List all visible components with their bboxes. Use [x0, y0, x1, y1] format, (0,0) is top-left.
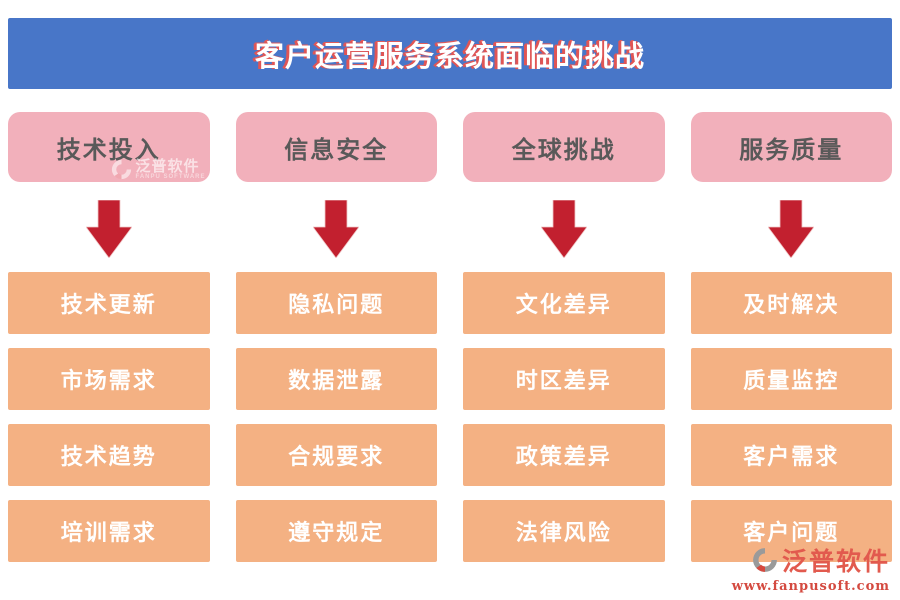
item-box: 培训需求 [8, 500, 210, 562]
column-info-security: 信息安全 隐私问题 数据泄露 合规要求 遵守规定 [235, 112, 438, 562]
item-box: 政策差异 [463, 424, 665, 486]
column-header-label: 全球挑战 [511, 134, 616, 164]
column-global-challenge: 全球挑战 文化差异 时区差异 政策差异 法律风险 [463, 112, 665, 562]
column-tech-investment: 技术投入 泛普软件 FANPU SOFTWARE 技术更新 [8, 112, 210, 562]
down-arrow-icon [236, 200, 438, 258]
watermark-brand-en: FANPU SOFTWARE [135, 174, 206, 180]
columns-grid: 技术投入 泛普软件 FANPU SOFTWARE 技术更新 [8, 112, 892, 562]
column-service-quality: 服务质量 及时解决 质量监控 客户需求 客户问题 [690, 112, 893, 562]
column-header: 服务质量 [690, 112, 892, 182]
item-box: 隐私问题 [235, 272, 437, 334]
watermark-url: www.fanpusoft.com [731, 579, 890, 594]
down-arrow-icon [8, 200, 210, 258]
item-box: 时区差异 [463, 348, 665, 410]
item-box: 技术更新 [8, 272, 210, 334]
item-box: 市场需求 [8, 348, 210, 410]
title-banner: 客户运营服务系统面临的挑战 [8, 18, 892, 89]
item-box: 数据泄露 [235, 348, 437, 410]
column-header-label: 服务质量 [739, 134, 844, 164]
item-box: 法律风险 [463, 500, 665, 562]
column-header-label: 技术投入 [56, 134, 161, 164]
column-header: 技术投入 泛普软件 FANPU SOFTWARE [8, 112, 210, 182]
item-box: 技术趋势 [8, 424, 210, 486]
down-arrow-icon [463, 200, 665, 258]
column-header: 信息安全 [235, 112, 437, 182]
item-box: 合规要求 [235, 424, 437, 486]
column-header: 全球挑战 [463, 112, 665, 182]
column-header-label: 信息安全 [284, 134, 389, 164]
item-box: 及时解决 [690, 272, 892, 334]
item-box: 文化差异 [463, 272, 665, 334]
item-box: 客户需求 [690, 424, 892, 486]
item-box: 质量监控 [690, 348, 892, 410]
page-title: 客户运营服务系统面临的挑战 [254, 38, 645, 73]
down-arrow-icon [691, 200, 893, 258]
item-box: 遵守规定 [235, 500, 437, 562]
item-box: 客户问题 [690, 500, 892, 562]
